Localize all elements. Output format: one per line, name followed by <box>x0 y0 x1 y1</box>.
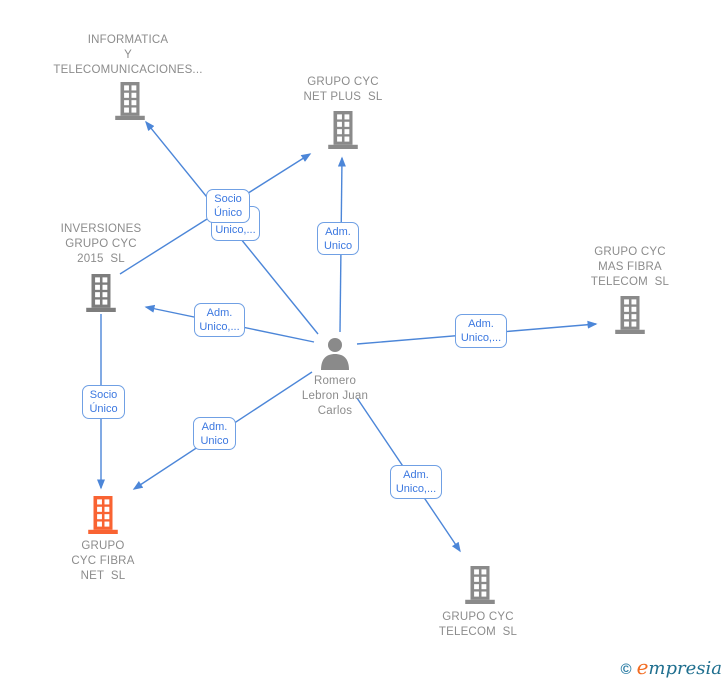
building-icon <box>615 296 645 334</box>
copyright-icon: © <box>620 661 632 678</box>
building-icon <box>115 82 145 120</box>
node-fibra-net[interactable] <box>86 496 120 539</box>
edge-label-socio-unico-top: Socio Único <box>206 189 250 223</box>
edge-label-adm-unico-top: Adm. Unico <box>317 222 359 255</box>
edge-label-adm-unico-left: Adm. Unico,... <box>194 303 245 337</box>
edge-label-adm-unico-right: Adm. Unico,... <box>455 314 507 348</box>
node-label-inversiones: INVERSIONES GRUPO CYC 2015 SL <box>60 223 142 265</box>
node-person[interactable] <box>318 337 352 376</box>
building-icon <box>86 274 116 312</box>
building-icon <box>465 566 495 604</box>
edge-label-adm-unico-bottom: Adm. Unico <box>193 417 236 450</box>
node-label-person: Romero Lebron Juan Carlos <box>301 375 369 417</box>
edge-label-socio-unico-bottom: Socio Único <box>82 385 125 419</box>
node-telecom[interactable] <box>463 566 497 609</box>
brand-first-letter: e <box>636 655 649 679</box>
node-inversiones[interactable] <box>84 274 118 317</box>
empresia-logo[interactable]: © empresia <box>621 655 722 679</box>
node-label-fibra-net: GRUPO CYC FIBRA NET SL <box>71 540 135 582</box>
node-label-telecom: GRUPO CYC TELECOM SL <box>438 611 518 638</box>
node-mas-fibra[interactable] <box>613 296 647 339</box>
building-icon <box>328 111 358 149</box>
edge-label-adm-unico-bottom-right: Adm. Unico,... <box>390 465 442 499</box>
node-label-net-plus: GRUPO CYC NET PLUS SL <box>303 76 383 103</box>
building-icon <box>88 496 118 534</box>
person-icon <box>321 338 349 370</box>
brand-rest: mpresia <box>648 658 722 679</box>
brand-wordmark: empresia <box>637 655 722 679</box>
node-label-mas-fibra: GRUPO CYC MAS FIBRA TELECOM SL <box>590 246 670 288</box>
node-net-plus[interactable] <box>326 111 360 154</box>
node-informatica[interactable] <box>113 82 147 125</box>
node-label-informatica: INFORMATICA Y TELECOMUNICACIONES... <box>53 34 203 76</box>
